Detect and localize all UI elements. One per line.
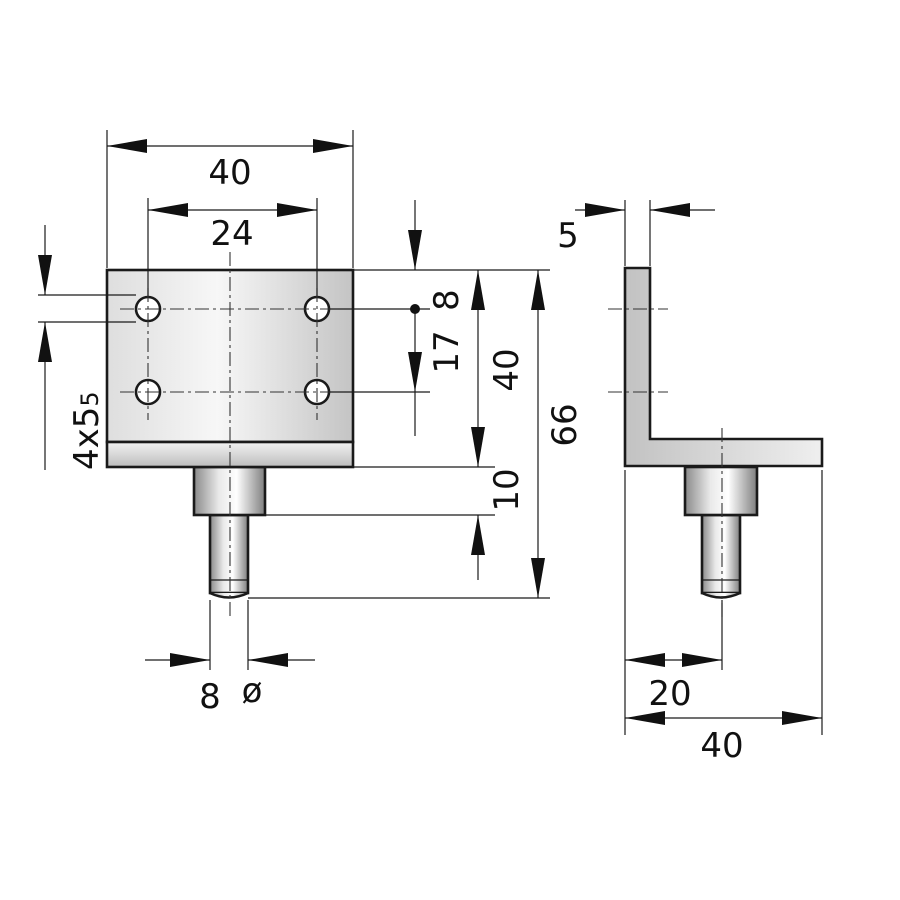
front-view: 40 24 4x55 8 17 40 10 66 8 ø bbox=[38, 130, 585, 717]
dim-collar-height: 10 bbox=[487, 468, 527, 511]
dimension-lines bbox=[38, 139, 545, 667]
dim-holes: 4x55 bbox=[67, 391, 107, 470]
diameter-symbol: ø bbox=[242, 671, 263, 711]
side-dimension-lines bbox=[575, 203, 822, 725]
side-view: 5 20 40 bbox=[557, 200, 824, 766]
dim-plate-height: 40 bbox=[487, 348, 527, 391]
dim-holes-main: 4x5 bbox=[67, 407, 107, 470]
dim-pin-offset: 20 bbox=[648, 674, 691, 714]
center-lines bbox=[120, 252, 345, 620]
dim-hole-top-offset: 8 bbox=[427, 289, 467, 311]
side-pin bbox=[700, 513, 742, 599]
extension-lines bbox=[38, 130, 550, 670]
side-center-lines bbox=[608, 308, 723, 620]
angle-profile bbox=[623, 266, 824, 468]
dim-total-height: 66 bbox=[545, 403, 585, 446]
pin bbox=[208, 513, 250, 599]
svg-text:4x55: 4x55 bbox=[67, 391, 107, 470]
reference-dot bbox=[410, 304, 420, 314]
dim-hole-vertical-spacing: 17 bbox=[427, 330, 467, 373]
dim-holes-sub: 5 bbox=[76, 391, 104, 406]
dim-width-overall: 40 bbox=[208, 153, 251, 193]
dim-leg-length: 40 bbox=[700, 726, 743, 766]
dim-hole-spacing: 24 bbox=[210, 214, 253, 254]
side-pin-collar bbox=[683, 465, 759, 517]
mounting-holes bbox=[134, 295, 331, 406]
dim-pin-diameter: 8 bbox=[199, 677, 221, 717]
dim-thickness: 5 bbox=[557, 216, 579, 256]
